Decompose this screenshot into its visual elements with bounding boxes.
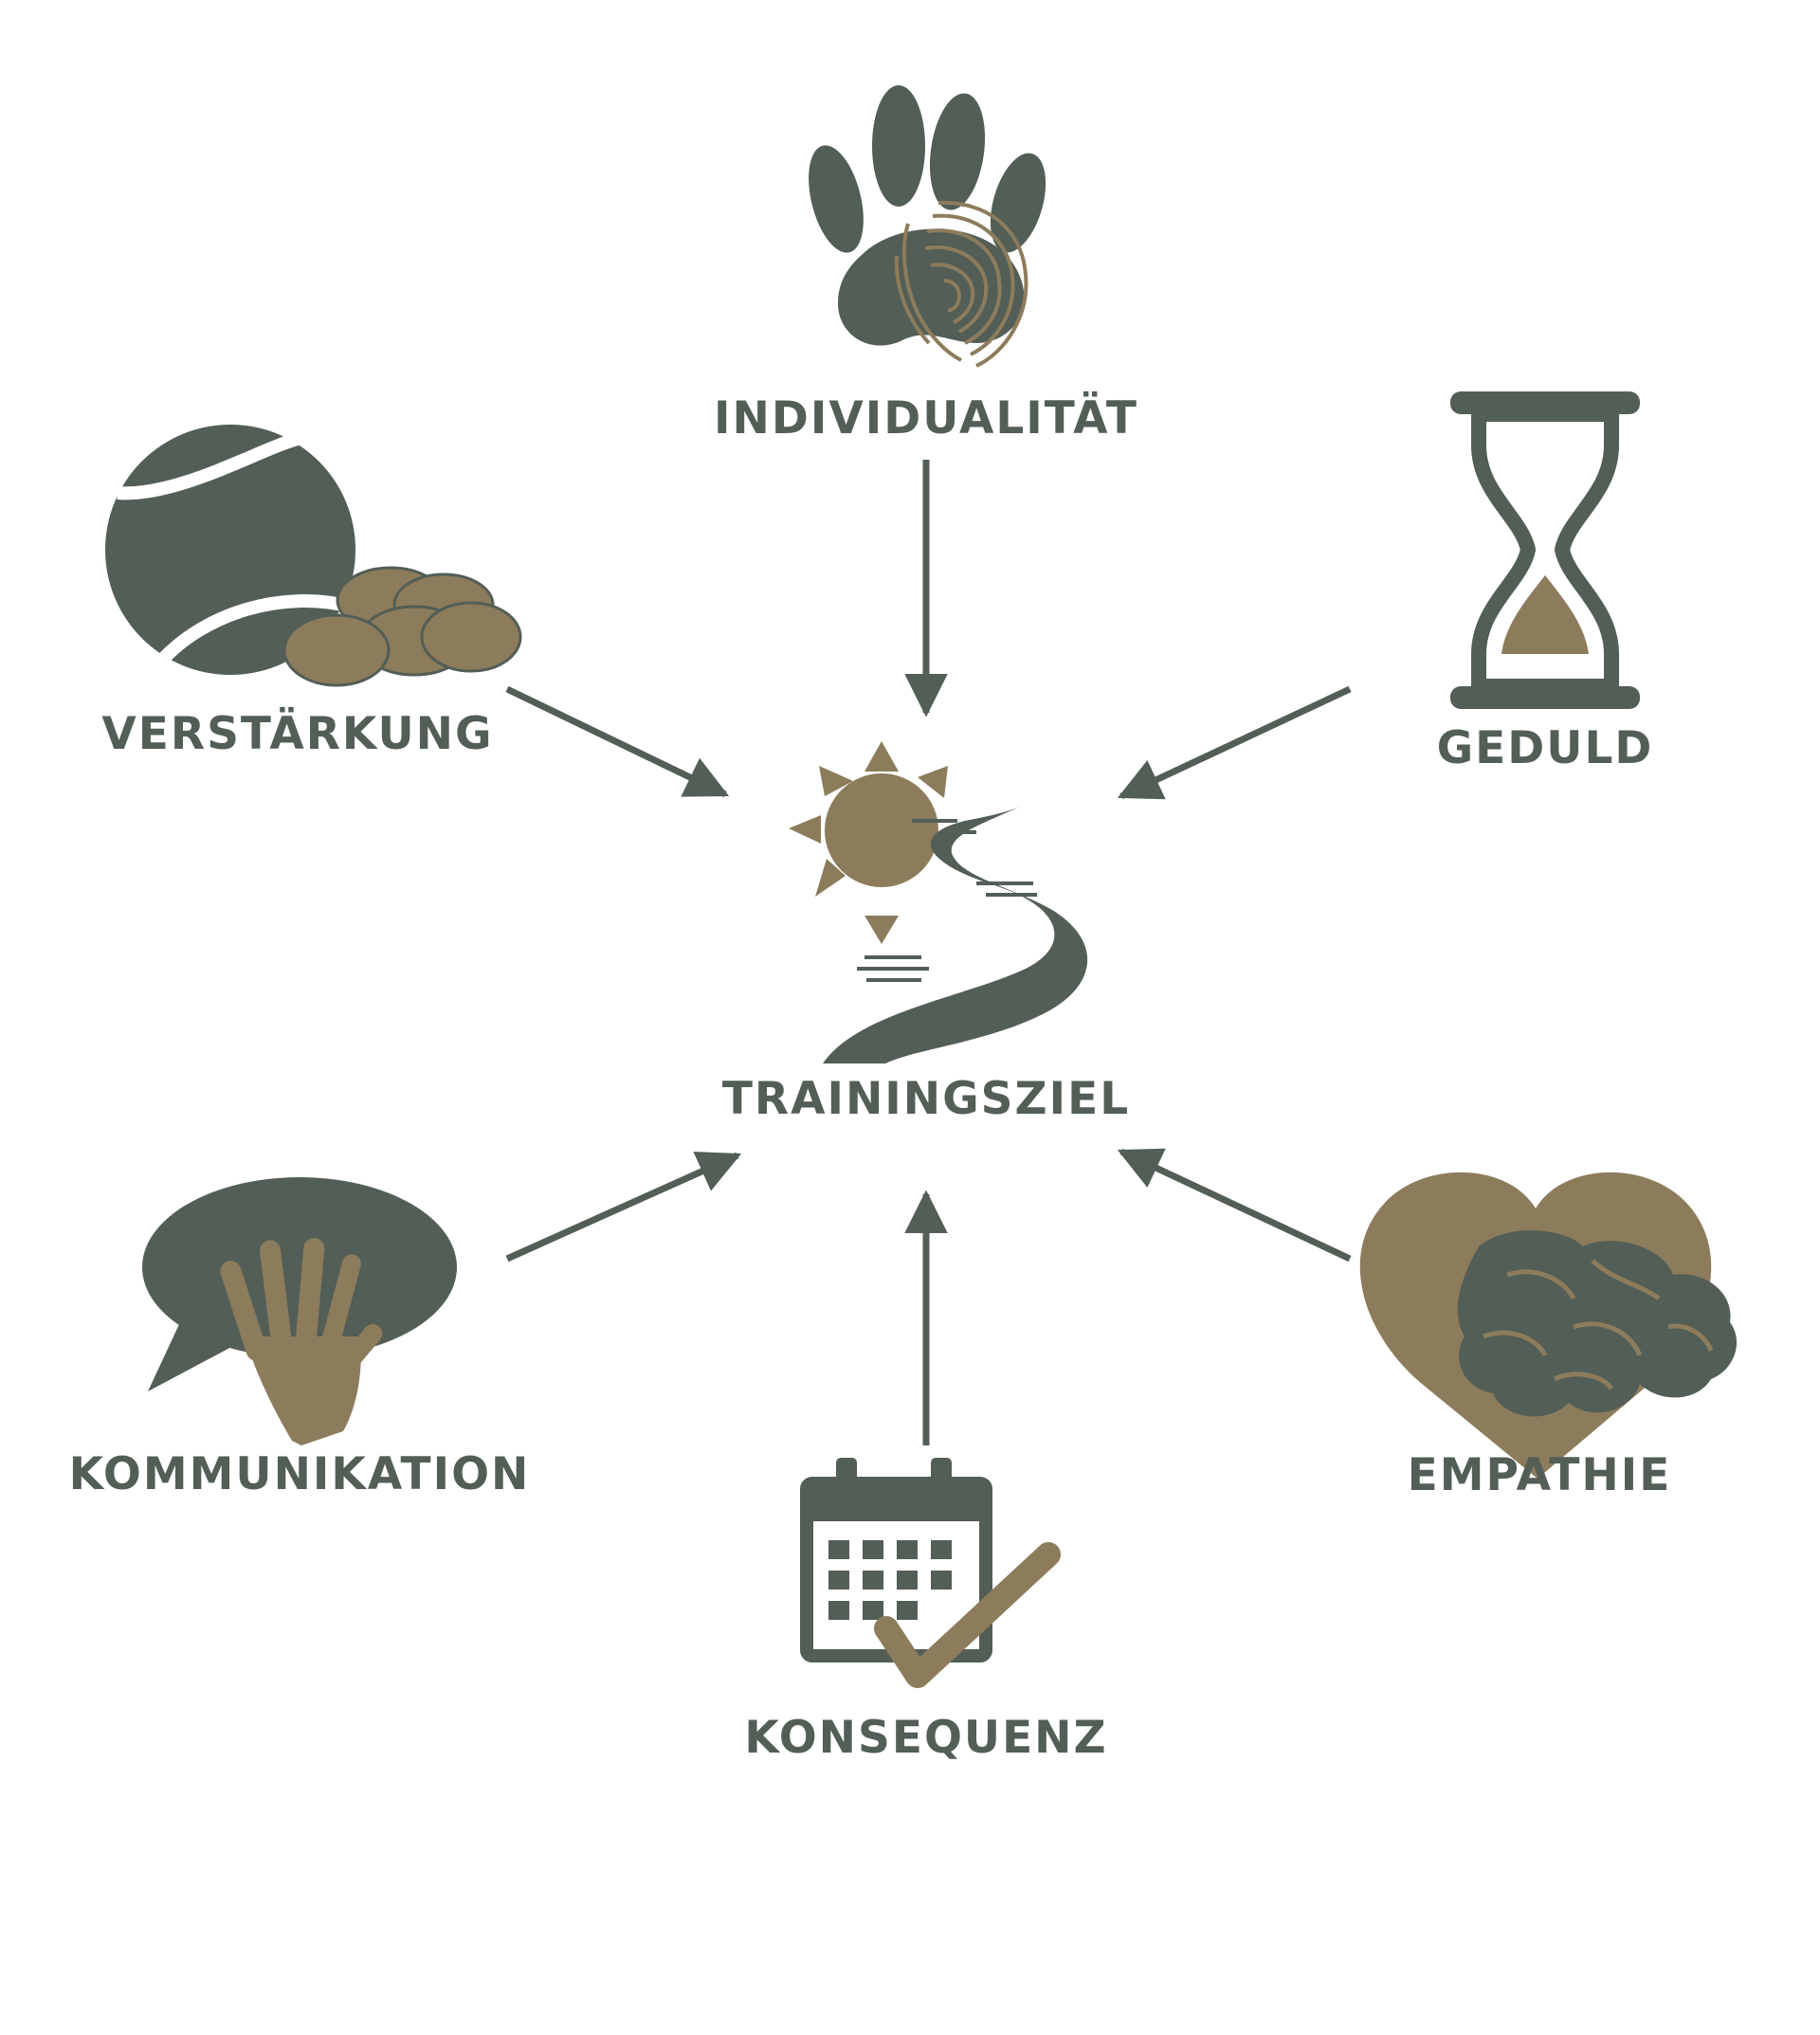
empathie-label: EMPATHIE — [1408, 1449, 1672, 1501]
individualitaet-label: INDIVIDUALITÄT — [714, 392, 1138, 445]
arrows — [505, 460, 1352, 1445]
verstaerkung-label: VERSTÄRKUNG — [101, 708, 493, 760]
arrow-geduld — [1117, 685, 1352, 800]
speech-bubble-hand-icon — [142, 1177, 457, 1445]
arrow-kommunikation — [505, 1152, 742, 1263]
paw-fingerprint-icon — [809, 85, 1046, 368]
arrow-empathie — [1117, 1148, 1352, 1263]
kommunikation-label: KOMMUNIKATION — [69, 1448, 531, 1500]
arrow-verstaerkung — [505, 685, 730, 798]
ball-treats-icon — [105, 425, 522, 687]
center-label: TRAININGSZIEL — [722, 1073, 1130, 1125]
konsequenz-label: KONSEQUENZ — [744, 1712, 1107, 1764]
heart-brain-icon — [1359, 1172, 1738, 1479]
winding-road-sun-icon — [789, 741, 1088, 1063]
calendar-check-icon — [800, 1458, 1061, 1688]
geduld-label: GEDULD — [1437, 722, 1654, 774]
hourglass-icon — [1450, 391, 1640, 709]
